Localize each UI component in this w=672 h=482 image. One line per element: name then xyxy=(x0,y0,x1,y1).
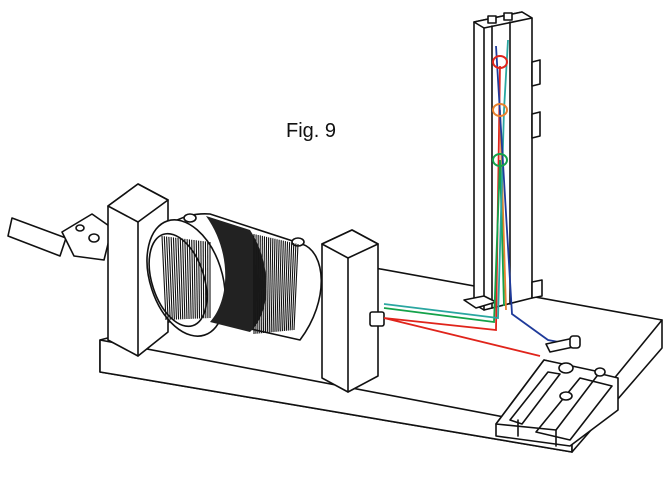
drum-rib xyxy=(177,237,182,320)
drum-rib xyxy=(276,239,280,332)
drum-rib xyxy=(188,239,192,319)
drum-rib xyxy=(274,239,278,332)
drum-rib xyxy=(193,239,196,319)
drum-rib xyxy=(291,243,297,331)
drum-rib xyxy=(280,240,284,332)
drum-rib xyxy=(175,237,180,320)
drum-rib xyxy=(168,236,173,320)
drum-rib xyxy=(272,238,276,333)
drum-rib xyxy=(161,235,167,321)
drum-rib xyxy=(184,238,188,320)
green-wire xyxy=(383,159,505,324)
drum-rib xyxy=(261,235,263,334)
sensor-probe xyxy=(545,335,581,353)
drum-rib xyxy=(266,237,270,333)
drum-rib xyxy=(200,240,203,319)
drum-rib xyxy=(186,239,190,319)
green-ring xyxy=(492,153,508,167)
drum-rib xyxy=(172,237,178,320)
drum-rib xyxy=(289,243,295,331)
drum-rib xyxy=(166,236,171,320)
figure-caption: Fig. 9 xyxy=(286,120,337,142)
drum-rib xyxy=(191,239,194,319)
drum-rib xyxy=(202,241,205,319)
right-support-block xyxy=(321,229,385,393)
power-cable xyxy=(7,213,113,261)
drum-rib xyxy=(282,241,286,332)
orange-ring xyxy=(492,103,508,117)
drum-rib xyxy=(293,243,299,331)
drum-rib xyxy=(264,236,268,333)
drum-rib xyxy=(283,241,289,331)
drum-rib xyxy=(182,238,186,320)
drum-ribs xyxy=(161,234,299,334)
drum-rib xyxy=(198,240,201,319)
drum-rib xyxy=(259,235,261,334)
drum-rib xyxy=(170,237,175,320)
drum-rib xyxy=(262,236,266,334)
drum-rib xyxy=(195,240,198,319)
red-ring xyxy=(492,55,508,69)
drum-rib xyxy=(278,240,282,332)
drum-rib xyxy=(270,238,274,333)
drum-cylinder xyxy=(146,213,323,341)
left-support-block xyxy=(107,183,169,357)
drum-rib xyxy=(179,238,184,320)
drum-rib xyxy=(285,242,291,331)
drum-rib xyxy=(163,236,169,320)
drum-rib xyxy=(287,242,293,331)
battery-holder xyxy=(495,359,619,447)
drum-rib xyxy=(268,237,272,333)
teal-wire xyxy=(383,39,509,320)
